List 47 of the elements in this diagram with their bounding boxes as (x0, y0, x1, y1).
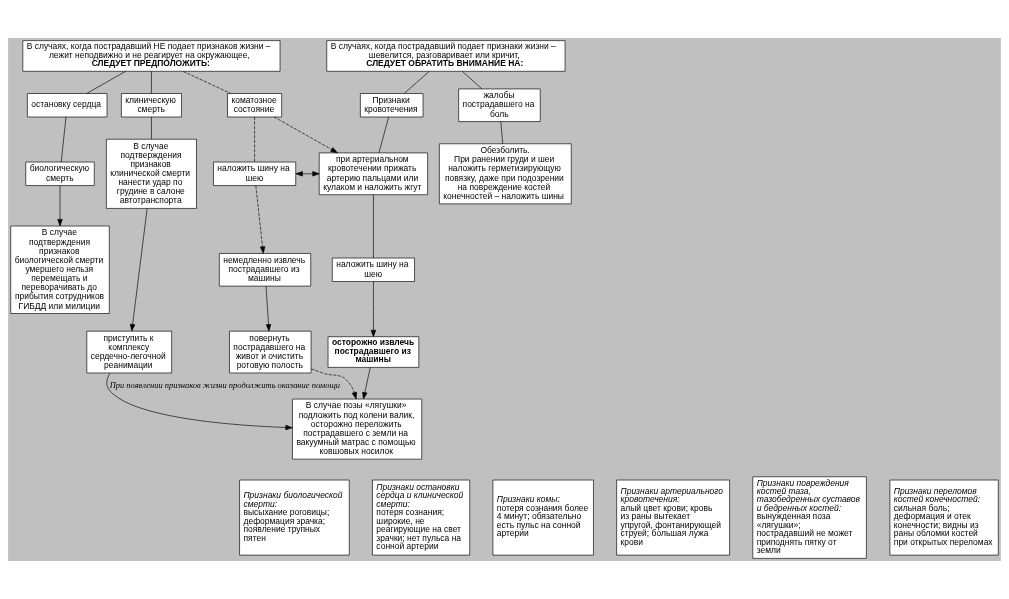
arrow (362, 367, 371, 400)
arrow (273, 116, 338, 154)
node-box: приступить к комплексу сердечно-легочной реанимации (86, 330, 172, 374)
connector (151, 71, 152, 94)
node-box: В случае позы «лягушки» подложить под колени валик, осторожно переложить пострадавшего с земли на вакуумный матрас с помощью ковшовых носилок (292, 398, 423, 460)
connector (462, 71, 483, 90)
connector (60, 116, 67, 163)
connector (404, 71, 430, 94)
connector (86, 71, 126, 94)
connector (254, 116, 255, 163)
connector (500, 121, 504, 145)
arrow (106, 372, 293, 431)
arrow (57, 185, 63, 227)
node-box: В случаях, когда пострадавший НЕ подает признаков жизни – лежит неподвижно и не реагирует на окружающее, СЛЕДУЕТ ПРЕДПОЛОЖИТЬ: (22, 40, 281, 72)
node-box: Признаки комы: потеря сознания более 4 минут; обязательно есть пульс на сонной артерии (492, 479, 594, 556)
node-box: Признаки повреждения костей таза, тазобедренных суставов и бедренных костей: вынужденная поза «лягушки»; пострадавший не может приподнять пятку от земли (752, 476, 867, 559)
node-box: немедленно извлечь пострадавшего из машины (219, 253, 312, 287)
node-box: наложить шину на шею (331, 257, 415, 282)
arrow (265, 285, 272, 332)
node-box: В случаях, когда пострадавший подает признаки жизни – шевелится, разговаривает или кричит, СЛЕДУЕТ ОБРАТИТЬ ВНИМАНИЕ НА: (326, 40, 566, 72)
node-box: Признаки переломов костей конечностей: сильная боль; деформация и отек конечности; видны из раны обломки костей при открытых переломах (889, 479, 999, 556)
node-box: клиническую смерть (121, 93, 182, 118)
node-box: при артериальном кровотечении прижать артерию пальцами или кулаком и наложить жгут (318, 152, 428, 196)
node-box: жалобы пострадавшего на боль (458, 88, 541, 122)
node-box: остановку сердца (27, 93, 108, 118)
node-box: Признаки остановки сердца и клинической смерти: потеря сознания; широкие, не реагирующие на свет зрачки; нет пульса на сонной артерии (372, 479, 471, 556)
node-box: биологическую смерть (25, 161, 95, 186)
arrow (255, 185, 266, 254)
arrow (310, 368, 357, 400)
arrow (370, 281, 377, 337)
connector (378, 116, 389, 154)
node-box: осторожно извлечь пострадавшего из машины (327, 336, 420, 368)
connector (373, 194, 374, 259)
node-box: повернуть пострадавшего на живот и очистить ротовую полость (229, 330, 312, 374)
node-box: Признаки кровотечения (360, 93, 424, 118)
node-box: В случае подтверждения признаков биологической смерти умершего нельзя перемещать и переворачивать до прибытия сотрудников ГИБДД или милиции (10, 225, 110, 314)
node-box: наложить шину на шею (213, 161, 297, 186)
node-box: Обезболить. При ранении груди и шеи наложить герметизирующую повязку, даже при подозрении на повреждение костей конечностей – наложить шины (439, 143, 572, 205)
arrow (130, 208, 148, 332)
edge-label: При появлении признаков жизни продолжить оказание помощи (109, 379, 341, 390)
node-box: Признаки биологической смерти: высыхание роговицы; деформация зрачка; появление трупных пятен (239, 479, 350, 556)
node-box: В случае подтверждения признаков клинической смерти нанести удар по грудине в салоне автотранспорта (106, 138, 197, 209)
node-box: Признаки артериального кровотечения: алый цвет крови; кровь из раны вытекает упругой, фонтанирующей струей; большая лужа крови (616, 479, 730, 556)
connector (182, 71, 231, 94)
connector (151, 116, 152, 140)
arrow (295, 171, 320, 177)
node-box: коматозное состояние (227, 93, 282, 118)
